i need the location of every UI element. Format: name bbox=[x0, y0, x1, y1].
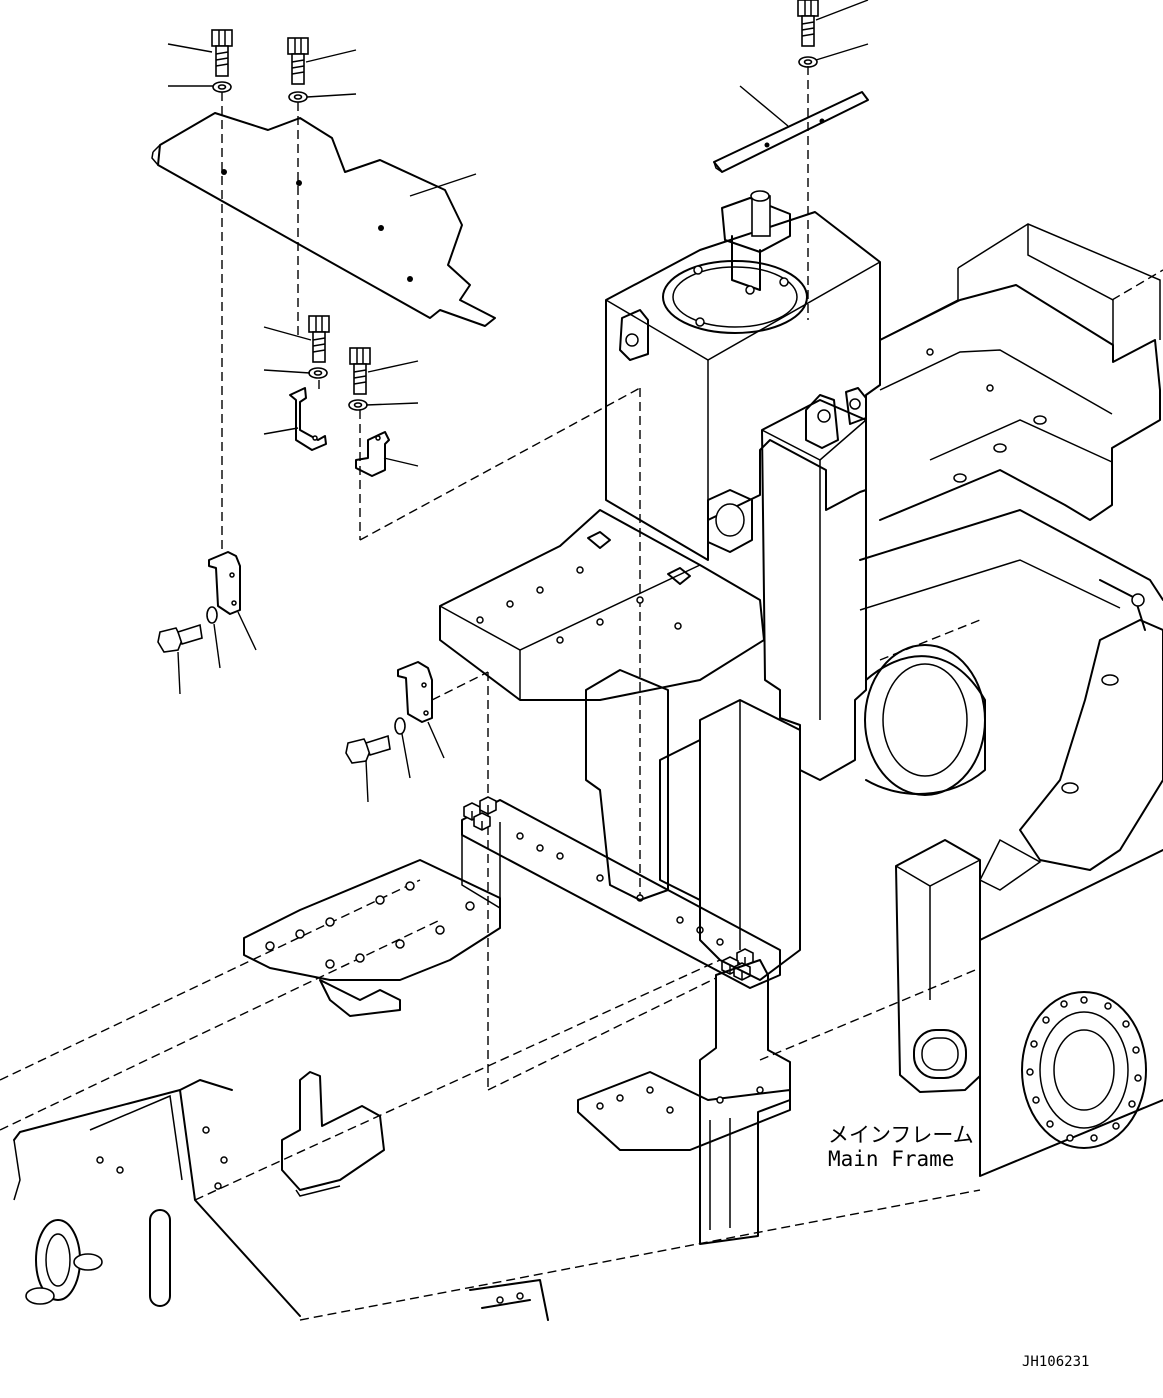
drawing-code: JH106231 bbox=[1022, 1354, 1089, 1370]
bracket-lower bbox=[208, 551, 433, 723]
washer-icon bbox=[212, 56, 818, 411]
bolt-icon bbox=[211, 0, 819, 395]
frame-label-jp: メインフレーム bbox=[828, 1123, 974, 1147]
main-frame-assembly bbox=[0, 190, 1163, 1321]
rail-plate-top-right bbox=[713, 91, 869, 173]
cover-plate-left bbox=[151, 112, 496, 327]
leader-lines bbox=[167, 0, 869, 803]
assembly-axis-lines bbox=[221, 66, 809, 1091]
bracket-small bbox=[289, 387, 390, 477]
main-frame-label: メインフレーム Main Frame bbox=[828, 1123, 974, 1171]
frame-label-en: Main Frame bbox=[828, 1147, 954, 1171]
flange-bolt-holes bbox=[1026, 996, 1142, 1142]
bolt-horizontal-icon bbox=[157, 606, 406, 764]
